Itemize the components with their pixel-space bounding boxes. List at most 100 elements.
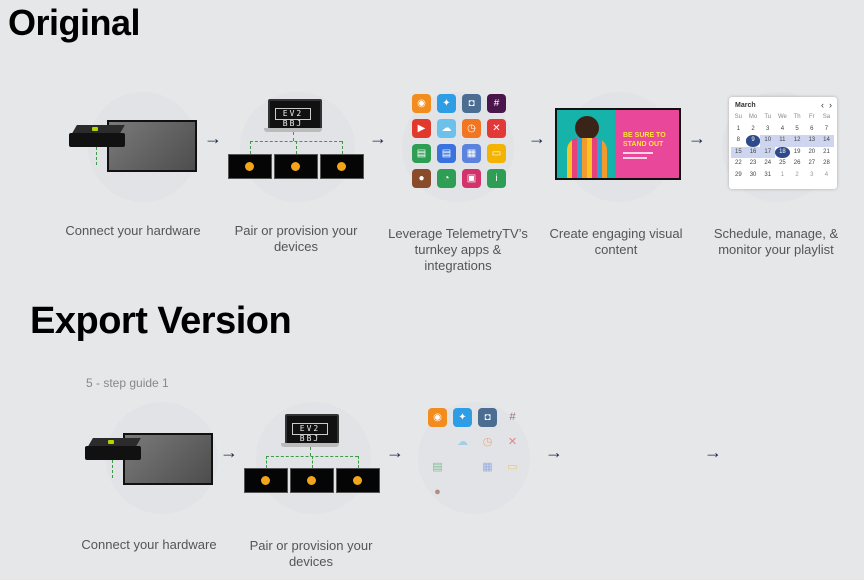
display-screen	[274, 154, 318, 179]
arrow-icon: →	[204, 128, 222, 148]
calendar-day[interactable]: 15	[731, 146, 746, 158]
arrow-icon: →	[688, 128, 706, 148]
calendar-day[interactable]: 1	[780, 171, 785, 178]
calendar-day[interactable]: 6	[810, 125, 814, 132]
calendar-day[interactable]: 18	[775, 146, 790, 158]
calendar-day[interactable]: 22	[735, 160, 742, 166]
slack-icon: #	[487, 94, 506, 113]
step-caption-pair: Pair or provision your devices	[234, 223, 358, 254]
calendar-day[interactable]: 10	[760, 135, 776, 147]
step-caption-schedule: Schedule, manage, & monitor your playlis…	[713, 226, 839, 257]
display-screen	[320, 154, 364, 179]
calendar-day[interactable]: 30	[749, 171, 757, 178]
calendar-day[interactable]: 9	[745, 135, 761, 147]
calendar-day[interactable]: 28	[823, 160, 830, 166]
arrow-icon: →	[704, 442, 722, 462]
export-subtitle: 5 - step guide 1	[86, 376, 169, 390]
timer-icon: ◔	[437, 169, 456, 188]
sheets-icon: ▤	[412, 144, 431, 163]
calendar-weekday: Fr	[808, 114, 815, 120]
display-screen	[336, 468, 380, 493]
calendar-day[interactable]: 27	[808, 160, 816, 166]
media-player-box	[69, 133, 125, 147]
display-screen	[290, 468, 334, 493]
weather-icon: ☁	[437, 119, 456, 138]
calendar-next-icon[interactable]: ›	[829, 100, 832, 110]
media-player-box	[85, 446, 141, 460]
twitter-icon: ✦	[453, 408, 472, 427]
calendar-day[interactable]: 17	[760, 146, 776, 158]
calendar-day[interactable]: 3	[766, 125, 770, 132]
weather-icon: ☁	[457, 436, 468, 448]
clock-icon: ◷	[482, 436, 493, 448]
calendar-day[interactable]: 4	[780, 125, 785, 132]
slides-icon: ▭	[487, 144, 506, 163]
calendar-weekday: Th	[793, 114, 801, 120]
slides-icon: ▭	[507, 461, 518, 473]
rss-icon: ◉	[428, 408, 447, 427]
person-body	[567, 138, 607, 178]
calendar-day[interactable]: 1	[736, 125, 741, 132]
calendar-day[interactable]: 4	[824, 171, 829, 178]
youtube-icon: ▶	[412, 119, 431, 138]
person-head	[575, 116, 599, 140]
calendar-weekday: Mo	[748, 114, 758, 120]
calendar-day[interactable]: 16	[745, 146, 761, 158]
calendar-day[interactable]: 13	[804, 135, 820, 147]
calendar-day[interactable]: 29	[735, 171, 742, 178]
display-screen	[228, 154, 272, 179]
telemetry-logo-icon	[353, 476, 362, 485]
arrow-icon: →	[220, 442, 238, 462]
calendar-day[interactable]: 11	[775, 135, 790, 147]
calendar-weekday: Tu	[764, 114, 772, 120]
telemetry-logo-icon	[337, 162, 346, 171]
clock-icon: ◷	[462, 119, 481, 138]
arrow-icon: →	[386, 442, 404, 462]
calendar-grid-icon: ▦	[482, 461, 493, 473]
restaurant-icon: ✕	[507, 436, 518, 448]
poster-headline-1: BE SURE TO	[623, 132, 666, 139]
calendar-day[interactable]: 19	[793, 148, 801, 155]
telemetry-logo-icon	[307, 476, 316, 485]
heading-export-version: Export Version	[30, 300, 292, 342]
calendar-day[interactable]: 20	[808, 148, 816, 155]
calendar-day[interactable]: 3	[810, 171, 814, 178]
calendar-day[interactable]: 23	[749, 160, 757, 166]
twitter-icon: ✦	[437, 94, 456, 113]
laptop-icon	[285, 414, 339, 445]
calendar-day[interactable]: 7	[824, 125, 829, 132]
display-screen	[244, 468, 288, 493]
pairing-code: EV2 BBJ	[292, 423, 328, 443]
step-caption-apps: Leverage TelemetryTV’s turnkey apps & in…	[388, 226, 528, 273]
arrow-icon: →	[369, 128, 387, 148]
step-caption-hardware: Connect your hardware	[65, 223, 201, 238]
calendar-prev-icon[interactable]: ‹	[821, 100, 824, 110]
arrow-icon: →	[528, 128, 546, 148]
calendar-day[interactable]: 31	[764, 171, 772, 178]
calendar-weekday: Su	[734, 114, 743, 120]
calendar-day[interactable]: 2	[795, 171, 799, 178]
calendar-day[interactable]: 21	[823, 148, 830, 155]
rss-icon: ◉	[412, 94, 431, 113]
info-icon: i	[487, 169, 506, 188]
calendar-day[interactable]: 25	[779, 160, 786, 166]
calendar-day[interactable]: 2	[751, 125, 755, 132]
restaurant-icon: ✕	[487, 119, 506, 138]
calendar-grid-icon: ▦	[462, 144, 481, 163]
docs-icon: ▤	[437, 144, 456, 163]
calendar-day[interactable]: 26	[793, 160, 801, 166]
calendar-day[interactable]: 8	[736, 137, 741, 143]
slack-icon: #	[509, 411, 516, 423]
calendar-day[interactable]: 14	[819, 135, 834, 147]
heading-original: Original	[8, 2, 141, 43]
calendar-day[interactable]: 5	[795, 125, 799, 132]
calendar-day[interactable]: 24	[764, 160, 772, 166]
calendar-weekday: We	[777, 114, 787, 120]
calendar-day[interactable]: 12	[789, 135, 805, 147]
telemetry-logo-icon	[261, 476, 270, 485]
instagram-icon: ◘	[462, 94, 481, 113]
instagram-icon: ◘	[478, 408, 497, 427]
sheets-icon: ▤	[432, 461, 443, 473]
